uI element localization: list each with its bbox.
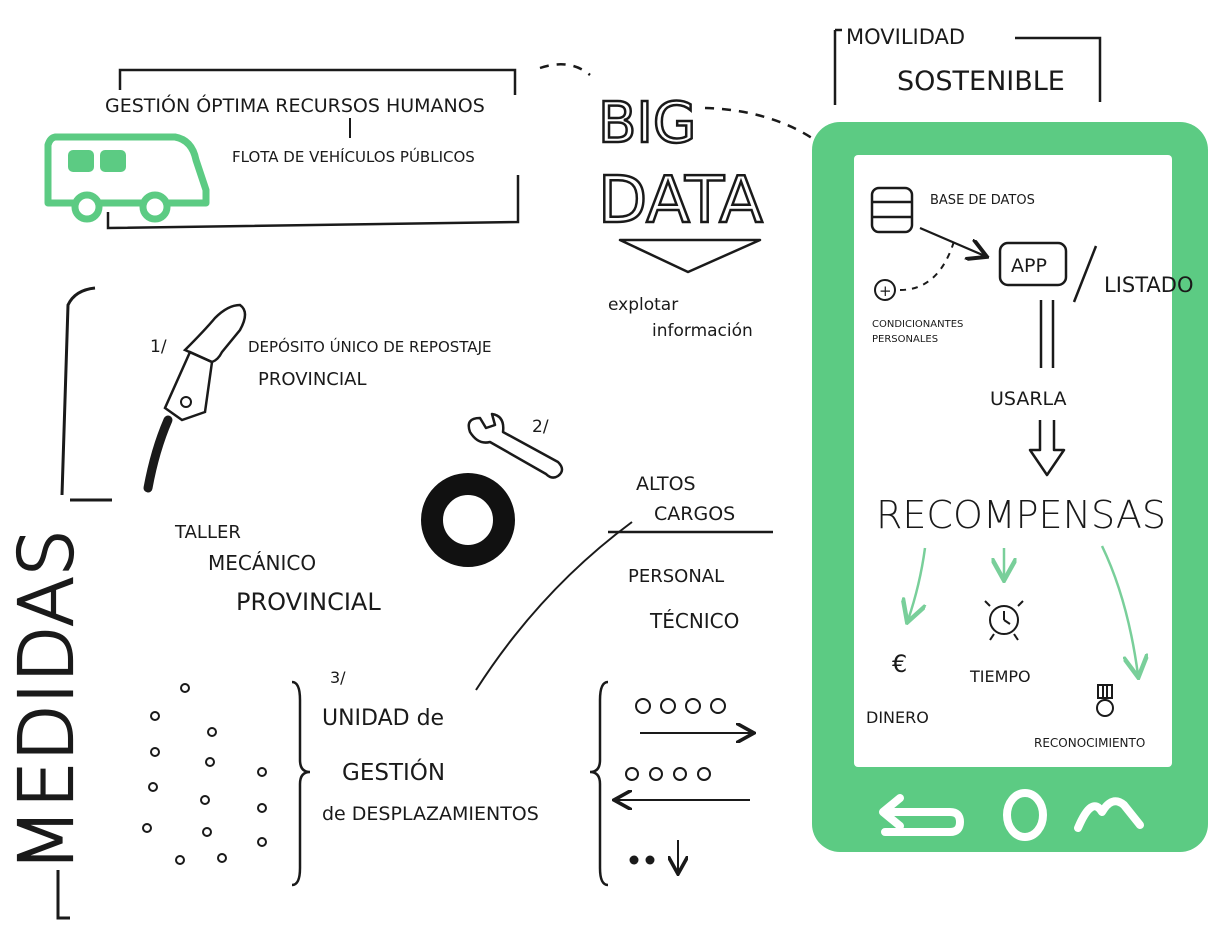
measure-3-number: 3/ (330, 668, 346, 687)
measure-2-line3: PROVINCIAL (236, 588, 381, 616)
recompensas-label: RECOMPENSAS (876, 493, 1166, 537)
measure-2-number: 2/ (532, 417, 549, 437)
slash-divider (1072, 245, 1098, 303)
phone-mockup: BASE DE DATOS APP LISTADO + CONDICIONANT… (812, 122, 1208, 852)
arrow-to-reconocimiento (1100, 545, 1138, 675)
tire-icon (421, 473, 515, 567)
movilidad-label: MOVILIDAD (846, 25, 965, 49)
plus-icon (874, 279, 896, 301)
measure-3-line3: de DESPLAZAMIENTOS (322, 803, 539, 825)
measure-3: 3/ UNIDAD de GESTIÓN de DESPLAZAMIENTOS (142, 668, 752, 887)
dashed-link-right (704, 106, 816, 142)
euro-icon: € (892, 650, 907, 678)
plus-label: + (879, 282, 892, 300)
wrench-icon (467, 412, 564, 479)
big-data-block: BIG DATA explotar información (597, 90, 765, 341)
medal-icon (1096, 684, 1114, 717)
bus-icon (44, 133, 210, 223)
measure-1-line2: PROVINCIAL (258, 369, 367, 390)
explotar-line1: explotar (608, 295, 678, 315)
arrow-to-dinero (908, 547, 925, 620)
scattered-people-dots (142, 683, 267, 865)
top-bracket (118, 68, 517, 95)
flow-in (616, 767, 750, 800)
funnel-icon (618, 238, 762, 274)
recursos-block: GESTIÓN ÓPTIMA RECURSOS HUMANOS FLOTA DE… (44, 68, 520, 230)
sostenible-label: SOSTENIBLE (897, 66, 1065, 97)
personal-label: PERSONAL (628, 566, 724, 587)
measure-1-line1: DEPÓSITO ÚNICO DE REPOSTAJE (248, 337, 491, 356)
data-label: DATA (598, 164, 763, 238)
clock-icon (984, 600, 1024, 641)
measure-1-number: 1/ (150, 337, 167, 357)
condicionantes-dashed-link (899, 237, 956, 291)
medidas-bracket-top (60, 286, 96, 496)
back-icon[interactable] (879, 794, 964, 836)
fuel-nozzle-icon (143, 303, 247, 493)
movilidad-block: MOVILIDAD SOSTENIBLE (833, 25, 1102, 105)
medidas-block: MEDIDAS (3, 286, 112, 920)
cargos-block: ALTOS CARGOS PERSONAL TÉCNICO (475, 473, 773, 691)
app-box (998, 241, 1068, 287)
dashed-link-left (539, 63, 591, 76)
measure-3-line1: UNIDAD de (322, 706, 444, 731)
app-label: APP (1011, 255, 1047, 277)
medidas-title: MEDIDAS (4, 529, 90, 872)
explotar-line2: información (652, 321, 753, 341)
tiempo-label: TIEMPO (969, 667, 1031, 686)
cargos-link-line (475, 521, 633, 691)
dinero-label: DINERO (866, 708, 929, 727)
flow-out (635, 698, 752, 733)
bottom-bracket (106, 175, 520, 230)
flota-label: FLOTA DE VEHÍCULOS PÚBLICOS (232, 147, 475, 166)
right-brace (589, 680, 609, 887)
medidas-bracket-bottom (56, 870, 70, 920)
flow-reduce (629, 840, 679, 872)
gestion-optima-label: GESTIÓN ÓPTIMA RECURSOS HUMANOS (105, 93, 485, 117)
big-label: BIG (598, 91, 696, 156)
left-brace (291, 680, 311, 887)
reconocimiento-label: RECONOCIMIENTO (1034, 736, 1145, 750)
db-to-app-arrow (919, 226, 985, 256)
condicionantes-line2: PERSONALES (872, 334, 938, 345)
measure-2-line1: TALLER (174, 522, 241, 543)
condicionantes-line1: CONDICIONANTES (872, 319, 963, 330)
menu-icon[interactable] (1074, 797, 1144, 832)
measure-3-line2: GESTIÓN (342, 758, 445, 786)
measure-2-line2: MECÁNICO (208, 551, 316, 575)
measure-1: 1/ DEPÓSITO ÚNICO DE REPOSTAJE PROVINCIA… (143, 303, 491, 493)
home-icon[interactable] (1003, 789, 1047, 841)
altos-label: ALTOS (636, 473, 696, 495)
tecnico-label: TÉCNICO (649, 609, 739, 633)
movilidad-bracket-right (1015, 36, 1102, 102)
cargos-label: CARGOS (654, 503, 735, 525)
usarla-down-arrow (1028, 420, 1066, 477)
phone-screen (854, 155, 1172, 767)
usarla-label: USARLA (990, 388, 1067, 410)
measure-2: 2/ TALLER MECÁNICO PROVINCIAL (174, 412, 564, 616)
database-icon (870, 186, 914, 234)
listado-label: LISTADO (1104, 273, 1194, 297)
base-datos-label: BASE DE DATOS (930, 193, 1035, 208)
